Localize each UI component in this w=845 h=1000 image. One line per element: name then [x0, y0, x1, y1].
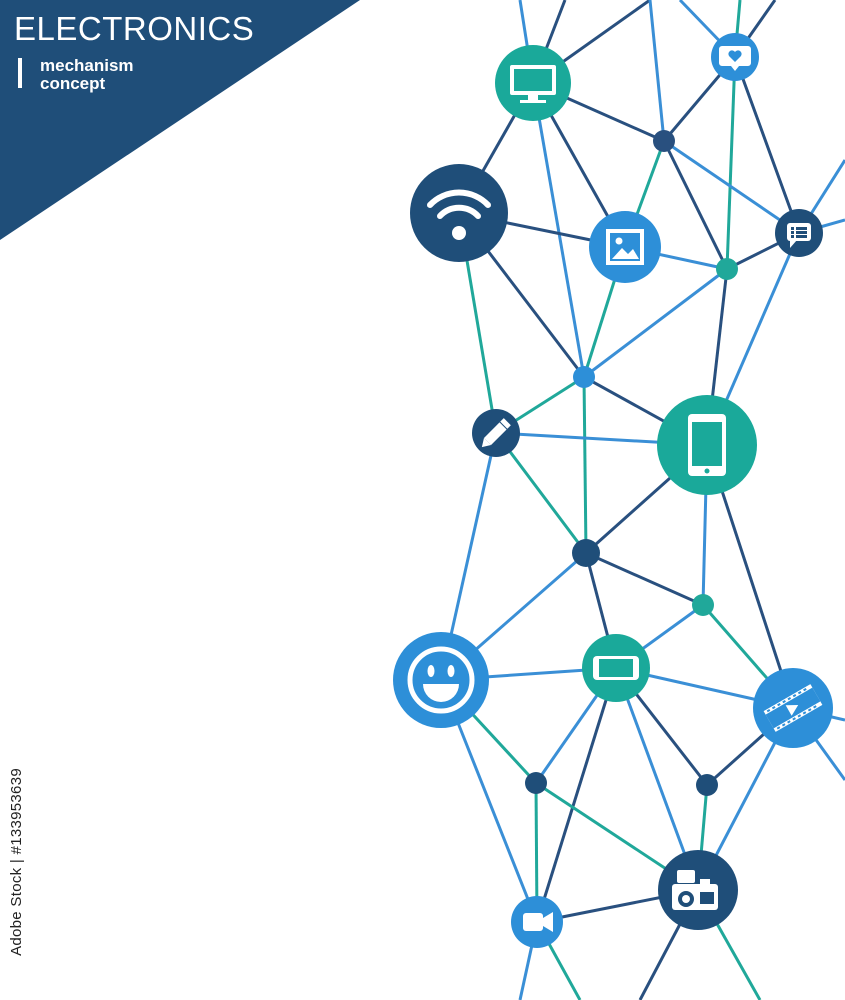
- junction-dot: [653, 130, 675, 152]
- junction-dot: [692, 594, 714, 616]
- message-list-icon: [775, 209, 823, 257]
- junction-dot: [696, 774, 718, 796]
- camera-icon: [658, 850, 738, 930]
- subtitle-line-1: mechanism: [40, 56, 134, 75]
- wifi-icon: [410, 164, 508, 262]
- page-title: ELECTRONICS: [14, 10, 255, 47]
- title-accent-bar: [18, 58, 22, 88]
- junction-dot: [572, 539, 600, 567]
- video-camera-icon: [511, 896, 563, 948]
- heart-chat-icon: [711, 33, 759, 81]
- tablet-icon: [657, 395, 757, 495]
- image-icon: [589, 211, 661, 283]
- junction-dot: [525, 772, 547, 794]
- network-lines: [439, 0, 845, 1000]
- monitor-icon: [495, 45, 571, 121]
- junction-dot: [716, 258, 738, 280]
- pencil-icon: [472, 409, 520, 457]
- subtitle-line-2: concept: [40, 74, 106, 93]
- smiley-icon: [393, 632, 489, 728]
- smartphone-icon: [582, 634, 650, 702]
- film-icon: [753, 668, 833, 748]
- junction-dot: [573, 366, 595, 388]
